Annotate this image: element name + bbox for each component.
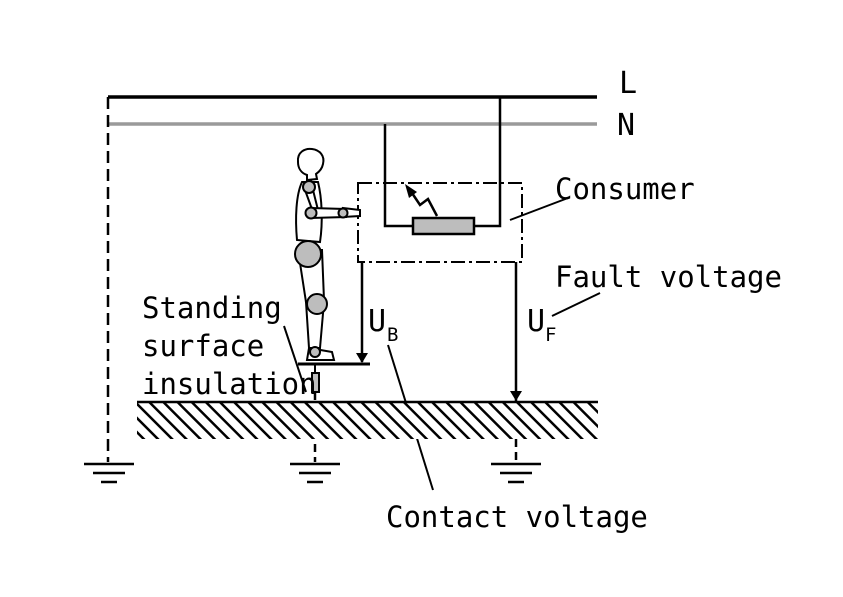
- neutral-conductor-label: N: [617, 108, 635, 143]
- earth-ground-hatch: [137, 402, 598, 439]
- ground-symbol-right: [491, 462, 541, 484]
- consumer-leader-line: [509, 197, 569, 221]
- load-resistor: [411, 216, 476, 236]
- fault-arrow-icon: [405, 184, 439, 217]
- consumer-enclosure: [357, 182, 523, 263]
- consumer-live-wire: [474, 97, 502, 228]
- insulation-leader-line: [283, 325, 307, 393]
- ground-symbol-middle: [290, 462, 340, 484]
- uf-symbol: U: [527, 304, 545, 339]
- ground-symbol-left: [84, 462, 134, 484]
- consumer-label: Consumer: [555, 172, 695, 206]
- fault-voltage-label: Fault voltage: [555, 260, 782, 294]
- insulation-label-line1: Standing: [142, 291, 282, 325]
- ub-subscript: B: [387, 324, 398, 346]
- person-figure: [294, 147, 361, 361]
- fault-voltage-leader-line: [551, 292, 601, 317]
- contact-voltage-label: Contact voltage: [386, 500, 648, 534]
- ub-symbol: U: [368, 304, 386, 339]
- insulation-label-line2: surface: [142, 329, 264, 363]
- live-conductor-label: L: [619, 66, 637, 101]
- insulation-label-line3: insulation: [142, 367, 317, 401]
- uf-subscript: F: [545, 324, 556, 346]
- consumer-neutral-wire: [383, 124, 413, 228]
